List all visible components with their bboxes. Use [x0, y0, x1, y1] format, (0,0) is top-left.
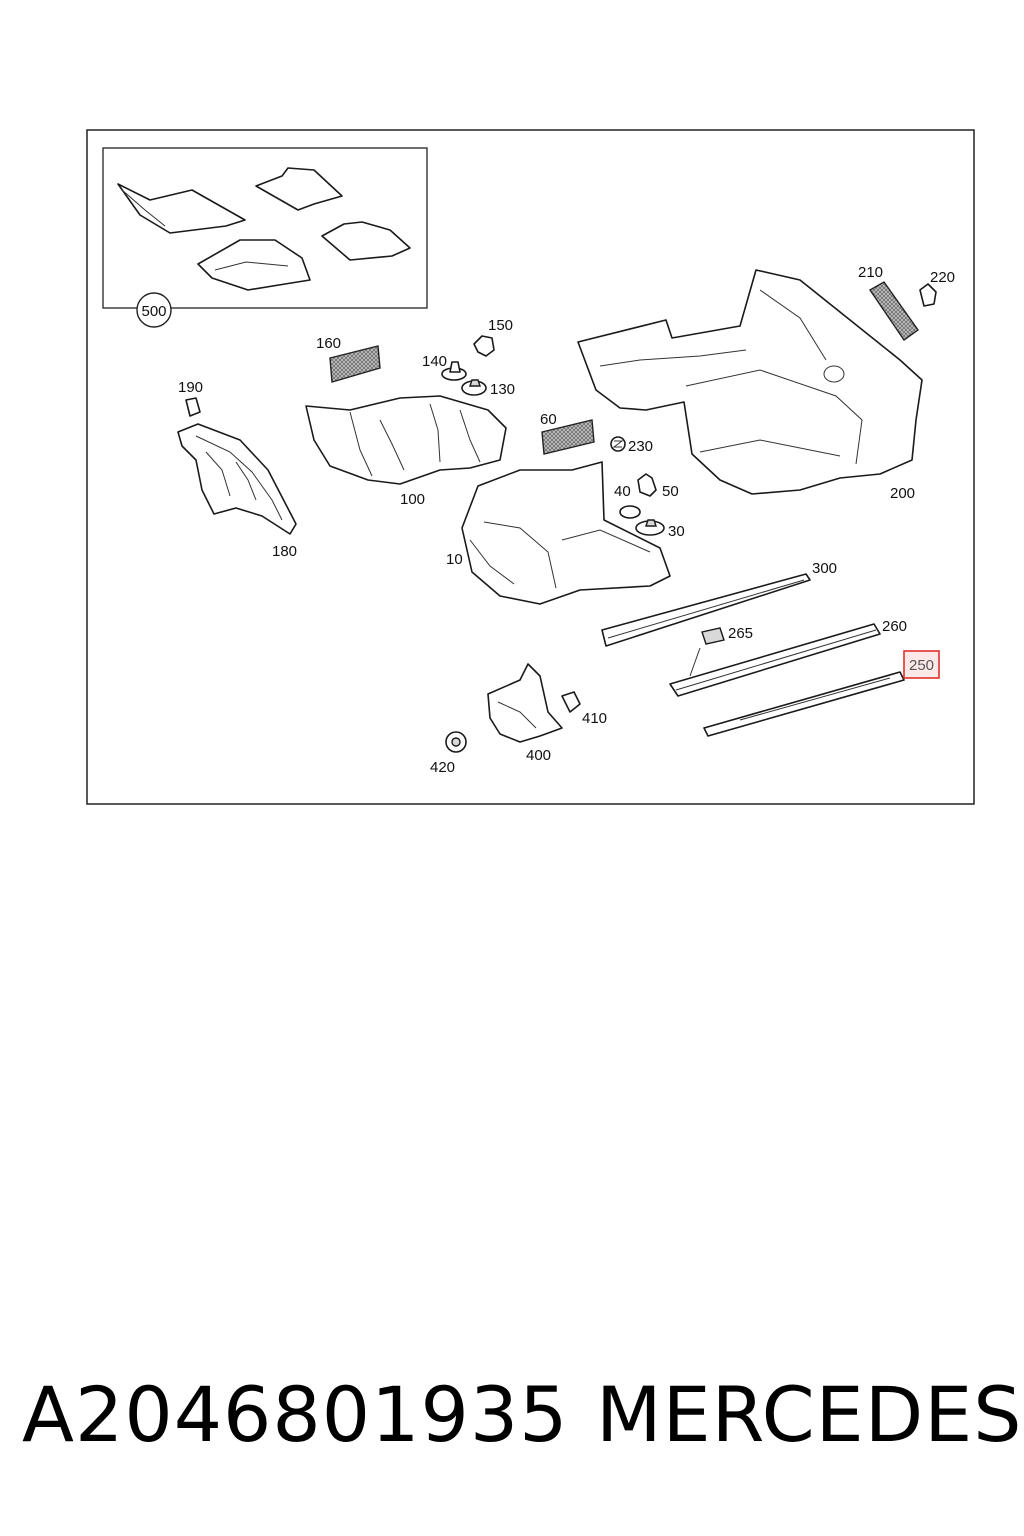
brand-name: MERCEDES: [596, 1370, 1023, 1459]
label-210: 210: [858, 264, 883, 281]
part-250-door-sill: [703, 671, 905, 737]
label-410: 410: [582, 710, 607, 727]
part-265-clip: [701, 627, 725, 645]
part-number: A2046801935: [22, 1370, 569, 1459]
part-400-trim-panel: [487, 663, 563, 743]
part-410-clip: [561, 691, 581, 713]
part-210-pad: [868, 281, 919, 341]
part-180-side-panel: [177, 397, 297, 535]
label-150: 150: [488, 317, 513, 334]
label-300: 300: [812, 560, 837, 577]
label-130: 130: [490, 381, 515, 398]
label-50: 50: [662, 483, 679, 500]
label-260: 260: [882, 618, 907, 635]
parts-diagram: 500 160 140 130 150 190 180 100 60: [86, 129, 975, 805]
part-260-trim: [669, 623, 881, 697]
highlight-box-250: [903, 650, 940, 679]
label-420: 420: [430, 759, 455, 776]
label-30: 30: [668, 523, 685, 540]
label-60: 60: [540, 411, 557, 428]
fasteners-30-40-50-230: [610, 436, 665, 536]
diagram-frame: [86, 129, 975, 805]
label-230: 230: [628, 438, 653, 455]
part-160-pad: [329, 345, 381, 383]
label-265: 265: [728, 625, 753, 642]
label-100: 100: [400, 491, 425, 508]
part-60-pad: [541, 419, 595, 455]
label-180: 180: [272, 543, 297, 560]
label-200: 200: [890, 485, 915, 502]
label-250: 250: [909, 657, 934, 674]
clips-130-140-150: [441, 335, 495, 396]
part-220-clip: [919, 283, 937, 307]
label-220: 220: [930, 269, 955, 286]
part-300-sill-strip: [601, 573, 811, 647]
part-100-carpet: [305, 395, 507, 485]
label-40: 40: [614, 483, 631, 500]
caption: A2046801935 MERCEDES: [0, 1370, 1024, 1470]
part-420-fastener: [445, 731, 467, 753]
label-190: 190: [178, 379, 203, 396]
part-200-rear-floor-carpet: [577, 269, 923, 495]
label-10: 10: [446, 551, 463, 568]
label-400: 400: [526, 747, 551, 764]
label-160: 160: [316, 335, 341, 352]
label-500: 500: [141, 303, 166, 320]
floor-mats-inset: 500: [102, 147, 428, 328]
label-140: 140: [422, 353, 447, 370]
part-10-front-floor-carpet: [461, 461, 671, 605]
